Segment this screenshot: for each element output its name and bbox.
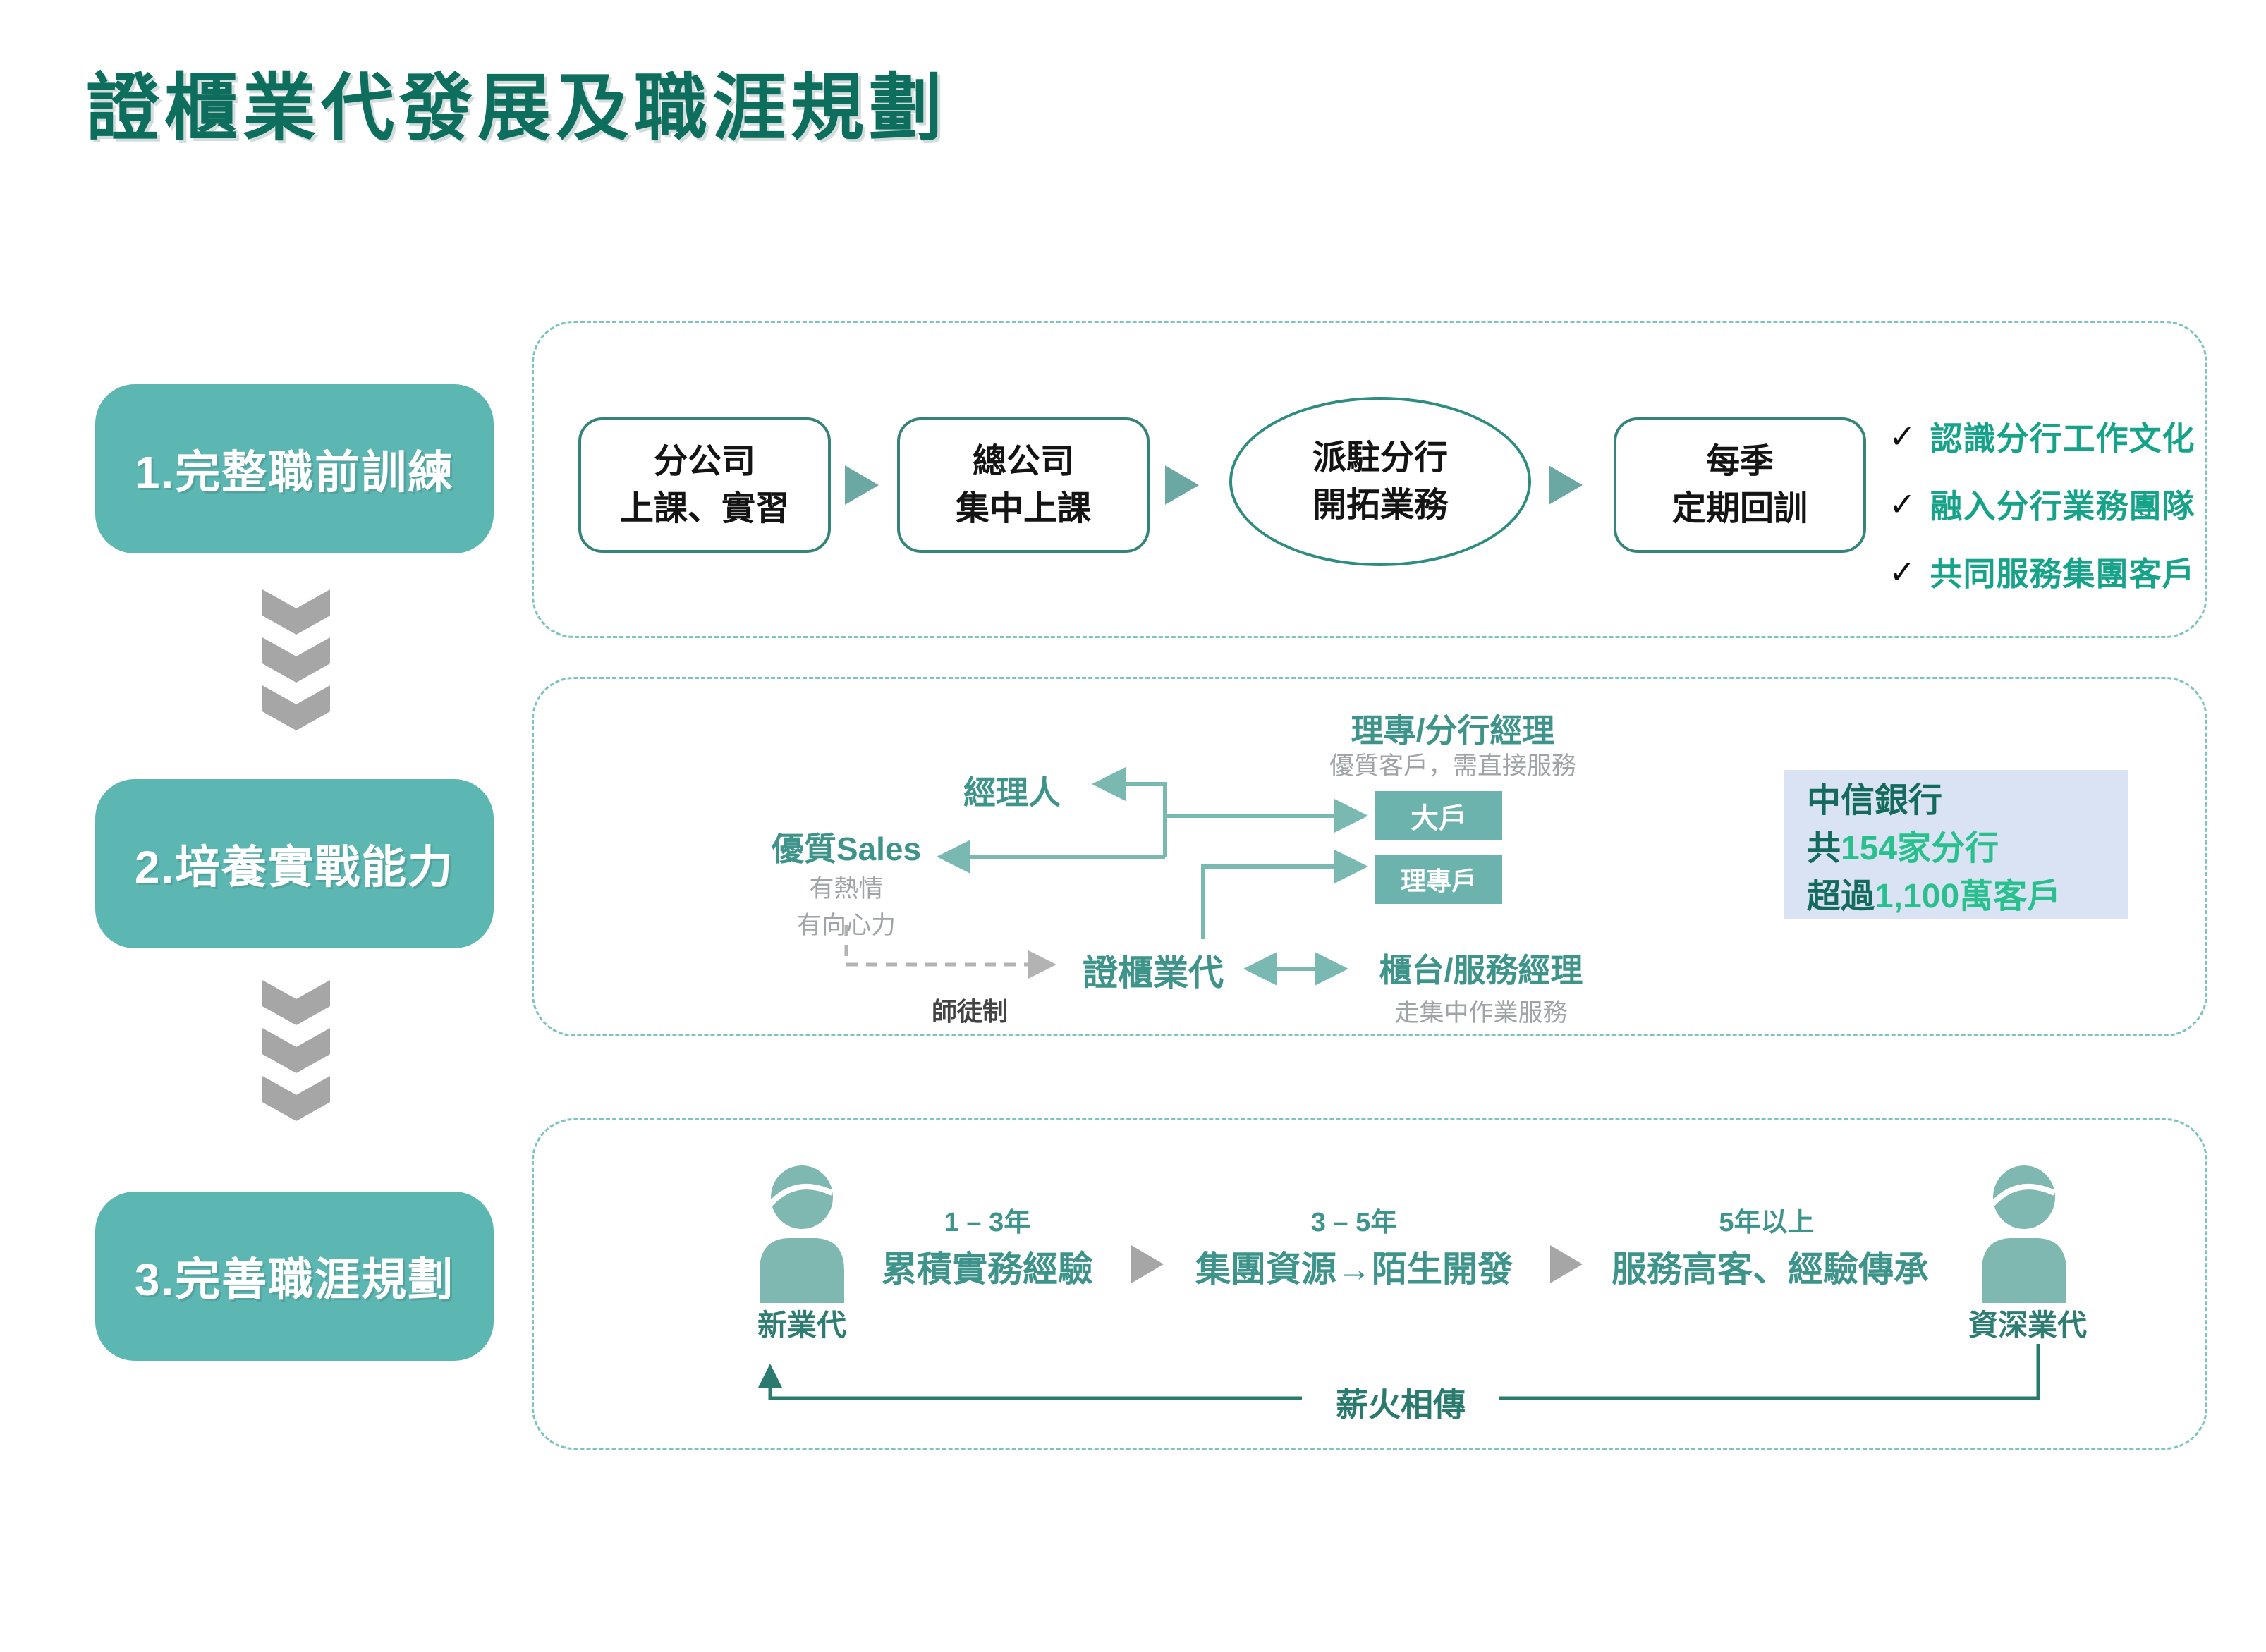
- section2-container: [532, 677, 2207, 1036]
- chevron-down-icon: [262, 980, 330, 1025]
- milestone-2-text: 集團資源→陌生開發: [1195, 1249, 1513, 1289]
- chevron-down-icon: [262, 589, 330, 635]
- flow-box-line2: 定期回訓: [1671, 490, 1808, 527]
- role-quality-sales-sub1: 有熱情: [809, 875, 884, 903]
- arrow-right-icon: [1550, 1245, 1583, 1283]
- person-icon-senior: [1982, 1165, 2066, 1303]
- role-advisor-manager: 理專/分行經理: [1351, 712, 1555, 749]
- role-advisor-manager-sub: 優質客戶，需直接服務: [1329, 752, 1576, 780]
- milestone-3-period: 5年以上: [1719, 1208, 1815, 1237]
- role-counter-service-sub: 走集中作業服務: [1394, 999, 1568, 1027]
- person-icon-junior: [760, 1165, 844, 1303]
- role-quality-sales-sub2: 有向心力: [796, 912, 896, 939]
- checklist-text: 認識分行工作文化: [1930, 420, 2195, 457]
- stage-pill-1: 1.完整職前訓練: [95, 384, 494, 553]
- checklist-item: ✓ 融入分行業務團隊: [1889, 481, 2195, 527]
- client-box-advisor-client: 理專戶: [1375, 855, 1502, 904]
- role-counter-service-manager: 櫃台/服務經理: [1379, 952, 1583, 989]
- milestone-1-period: 1 – 3年: [944, 1208, 1031, 1237]
- chevron-down-icon: [262, 1028, 330, 1073]
- flow-box-line1: 每季: [1705, 442, 1774, 480]
- arrow-right-icon: [845, 465, 879, 505]
- check-icon: ✓: [1889, 486, 1916, 522]
- bank-customers-line: 超過1,100萬客戶: [1807, 873, 2128, 921]
- bank-info-card: 中信銀行 共154家分行 超過1,100萬客戶: [1784, 770, 2128, 919]
- checklist-item: ✓ 認識分行工作文化: [1889, 413, 2195, 460]
- bank-customers-highlight: 1,100萬客戶: [1875, 878, 2061, 916]
- arrow-right-icon: [1165, 465, 1199, 505]
- role-manager: 經理人: [963, 774, 1061, 811]
- flow-box-quarterly-retraining: 每季 定期回訓: [1614, 417, 1866, 553]
- bank-customers-prefix: 超過: [1807, 878, 1875, 916]
- milestone-3-text: 服務高客、經驗傳承: [1612, 1249, 1929, 1289]
- arrow-right-icon: [1549, 465, 1583, 505]
- milestone-2-period: 3 – 5年: [1310, 1208, 1398, 1237]
- check-icon: ✓: [1889, 553, 1916, 590]
- flow-ellipse-line2: 開拓業務: [1312, 487, 1448, 524]
- flow-ellipse-branch-posting: 派駐分行 開拓業務: [1229, 397, 1531, 566]
- flow-box-hq-training: 總公司 集中上課: [897, 417, 1150, 553]
- chevron-down-icon: [262, 685, 330, 730]
- chevron-down-icon: [262, 637, 330, 683]
- role-quality-sales: 優質Sales: [771, 831, 922, 867]
- checklist-text: 共同服務集團客戶: [1930, 556, 2195, 592]
- chevron-down-icon-group-2: [262, 980, 330, 1124]
- client-box-vip: 大戶: [1375, 791, 1502, 840]
- checklist-text: 融入分行業務團隊: [1930, 488, 2195, 525]
- stage-pill-2: 2.培養實戰能力: [95, 779, 494, 948]
- chevron-down-icon-group-1: [262, 589, 330, 733]
- person-label-junior: 新業代: [757, 1309, 846, 1342]
- bank-branches-highlight: 154家分行: [1841, 830, 1999, 868]
- legacy-label: 薪火相傳: [1336, 1386, 1466, 1423]
- flow-box-branch-training: 分公司 上課、實習: [578, 417, 831, 553]
- flow-box-line1: 總公司: [972, 442, 1074, 480]
- flow-box-line2: 上課、實習: [619, 490, 789, 527]
- stage-pill-3: 3.完善職涯規劃: [95, 1192, 494, 1361]
- bank-branches-prefix: 共: [1807, 830, 1841, 868]
- check-icon: ✓: [1889, 418, 1916, 455]
- arrow-right-icon: [1131, 1245, 1164, 1283]
- flow-box-line1: 分公司: [653, 442, 755, 480]
- checklist-item: ✓ 共同服務集團客戶: [1889, 549, 2195, 595]
- role-securities-agent: 證櫃業代: [1083, 953, 1224, 993]
- person-label-senior: 資深業代: [1968, 1309, 2087, 1342]
- section1-container: [532, 321, 2207, 638]
- bank-name: 中信銀行: [1807, 782, 1943, 819]
- milestone-1-text: 累積實務經驗: [882, 1249, 1093, 1289]
- section3-container: [532, 1118, 2207, 1450]
- page-title: 證櫃業代發展及職涯規劃: [86, 68, 948, 149]
- mentorship-label: 師徒制: [931, 997, 1008, 1026]
- benefit-checklist: ✓ 認識分行工作文化 ✓ 融入分行業務團隊 ✓ 共同服務集團客戶: [1889, 413, 2195, 616]
- bank-branches-line: 共154家分行: [1807, 825, 2128, 873]
- flow-ellipse-line1: 派駐分行: [1312, 439, 1448, 477]
- flow-box-line2: 集中上課: [955, 490, 1091, 527]
- chevron-down-icon: [262, 1076, 330, 1121]
